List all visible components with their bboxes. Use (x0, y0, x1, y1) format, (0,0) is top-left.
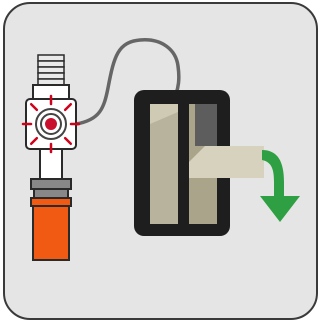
hose-connector (30, 197, 72, 207)
valve-fitting (33, 188, 69, 199)
alert-tick (63, 136, 73, 146)
alert-indicator-icon (21, 94, 81, 154)
pull-tab-icon (189, 146, 264, 178)
valve-thread (37, 72, 65, 80)
device-strip-highlight (150, 104, 178, 124)
valve-thread (37, 60, 65, 68)
valve-thread (37, 66, 65, 74)
connection-cable (74, 38, 181, 126)
alert-tick (29, 136, 39, 146)
valve-thread (37, 54, 65, 62)
alert-tick (29, 102, 39, 112)
device-strip-left (150, 104, 178, 224)
valve-fitting (30, 178, 72, 190)
down-arrow-icon (260, 150, 300, 222)
valve-stem (39, 148, 63, 180)
device-strip-shadow (195, 104, 217, 146)
alert-tick (63, 102, 73, 112)
alert-ticks (21, 94, 81, 154)
hose-connector (32, 205, 70, 261)
sensor-device-icon (134, 90, 230, 236)
indicator-dot (45, 118, 57, 130)
